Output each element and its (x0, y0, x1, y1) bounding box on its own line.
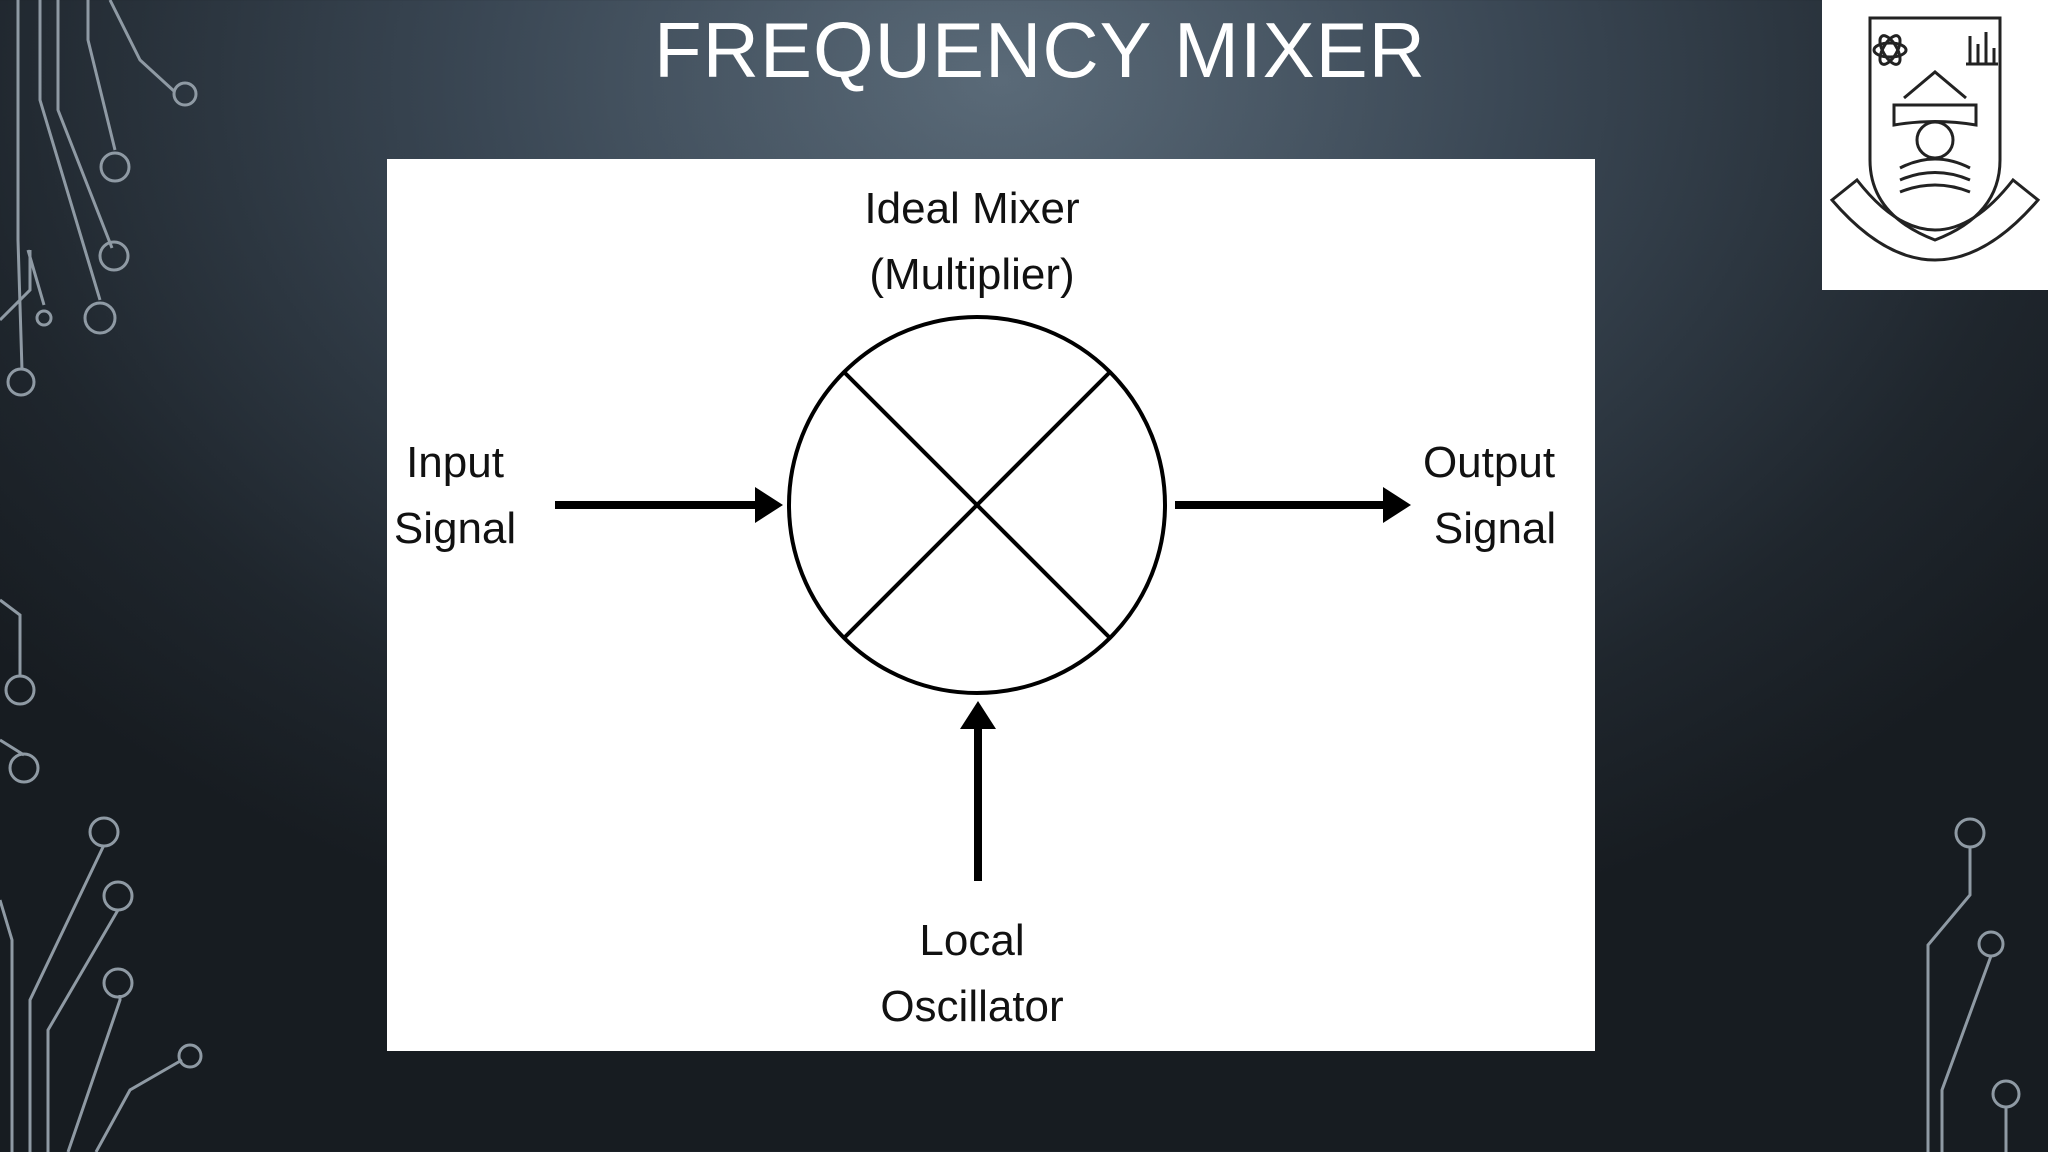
mixer-diagram-panel: Ideal Mixer (Multiplier) Input Signal Ou… (387, 159, 1595, 1051)
mixer-cross-line-2 (842, 370, 1112, 640)
right-circuit-decoration (1926, 817, 2021, 1152)
input-label-line1: Input (406, 438, 504, 487)
slide-title: FREQUENCY MIXER (654, 6, 1426, 94)
university-logo (1822, 0, 2048, 290)
mixer-label-line2: (Multiplier) (869, 250, 1074, 299)
mixer-symbol (787, 315, 1167, 695)
output-arrow (1175, 487, 1411, 523)
output-label-line2: Signal (1434, 504, 1556, 553)
mixer-block-diagram: Ideal Mixer (Multiplier) Input Signal Ou… (394, 184, 1556, 1031)
left-circuit-decoration (0, 0, 203, 1152)
output-label-line1: Output (1423, 438, 1555, 487)
lo-label-line2: Oscillator (880, 982, 1063, 1031)
input-label-line2: Signal (394, 504, 516, 553)
mixer-label-line1: Ideal Mixer (864, 184, 1079, 233)
input-arrow (555, 487, 783, 523)
lo-label-line1: Local (919, 916, 1024, 965)
university-seal-icon (1829, 16, 2041, 262)
local-oscillator-arrow (960, 701, 996, 881)
